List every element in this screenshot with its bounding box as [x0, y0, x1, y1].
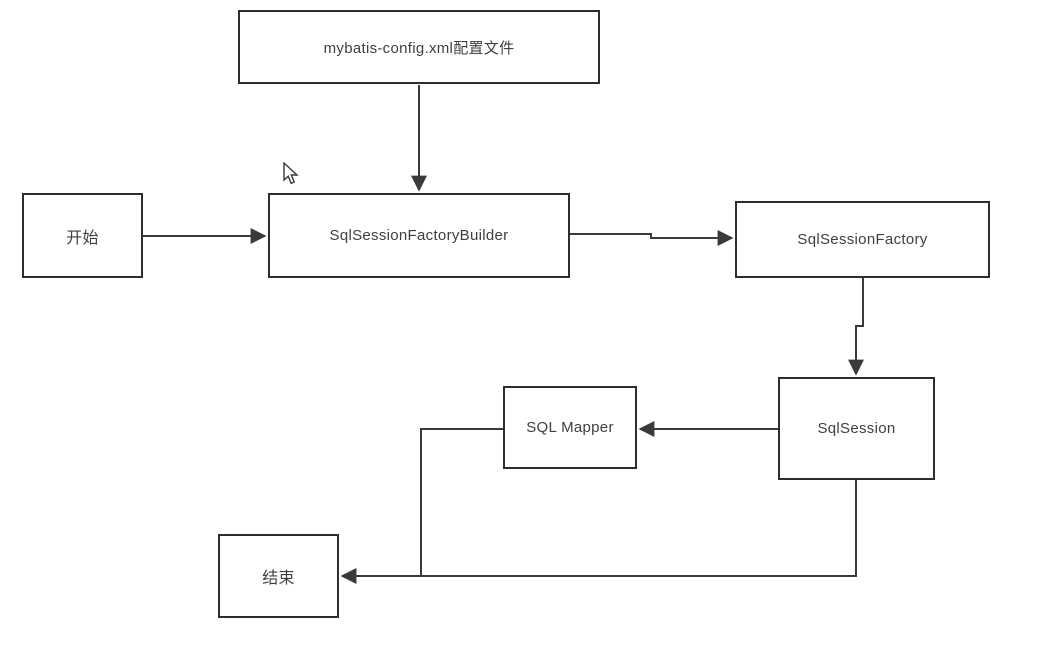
node-sqlsession[interactable]: SqlSession [778, 377, 935, 480]
node-sqlsessionfactory-label: SqlSessionFactory [797, 231, 928, 248]
node-start-label: 开始 [66, 229, 99, 247]
edge-mapper-to-rail [420, 428, 503, 577]
node-start[interactable]: 开始 [22, 193, 143, 278]
node-end[interactable]: 结束 [218, 534, 339, 618]
node-sqlsessionfactorybuilder[interactable]: SqlSessionFactoryBuilder [268, 193, 570, 278]
node-sqlsessionfactory[interactable]: SqlSessionFactory [735, 201, 990, 278]
node-config-file-label: mybatis-config.xml配置文件 [323, 39, 515, 57]
edge-factory-to-session [848, 278, 864, 376]
node-end-label: 结束 [262, 570, 295, 587]
edge-builder-to-factory [570, 230, 734, 246]
node-sql-mapper[interactable]: SQL Mapper [503, 386, 637, 469]
node-config-file[interactable]: mybatis-config.xml配置文件 [238, 10, 600, 84]
node-sql-mapper-label: SQL Mapper [526, 419, 614, 436]
node-sqlsession-label: SqlSession [817, 420, 896, 437]
node-sqlsessionfactorybuilder-label: SqlSessionFactoryBuilder [329, 227, 509, 244]
edge-session-to-end [340, 480, 857, 584]
